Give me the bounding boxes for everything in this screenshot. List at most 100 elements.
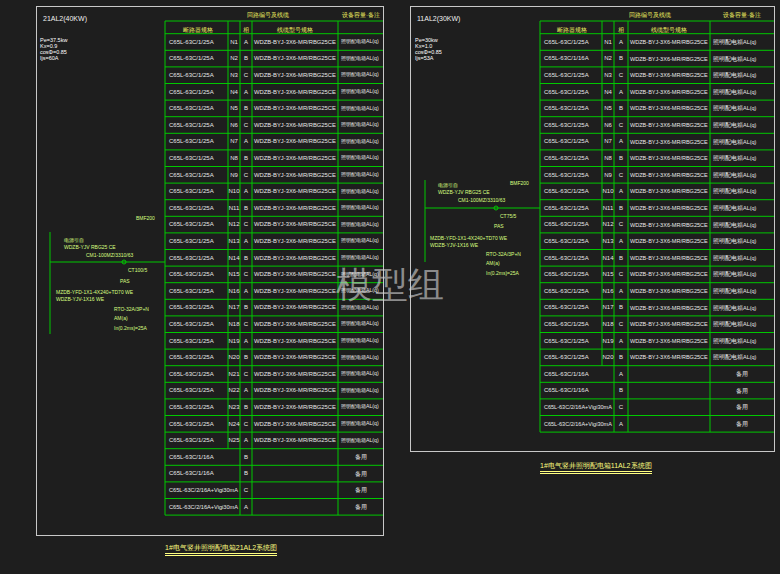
cable-spec: WDZB-BYJ-3X6-MR/RBG25CE [254,172,336,178]
table-line [540,232,775,233]
table-line [540,282,775,283]
cable-spec: WDZB-BYJ-3X6-MR/RBG25CE [254,271,336,277]
phase: C [244,72,248,79]
load-name: 照明配电箱AL(q) [713,155,756,161]
phase: A [619,39,623,46]
spare-note: 备用 [736,371,748,377]
table-line [540,199,775,200]
cable-spec: WDZB-BYJ-3X6-MR/RBG25CE [254,255,336,261]
breaker-spec: C65L-63C/1/25A [544,72,589,79]
table-line [228,21,229,449]
breaker-spec: C65L-63C/1/25A [169,188,214,195]
phase: B [619,304,623,311]
load-name: 照明配电箱AL(q) [713,255,756,261]
incoming-spec: RTO-32A/3P+N [114,307,149,313]
table-line [165,199,384,200]
breaker-spec: C65L-63C/1/25A [169,221,214,228]
cable-spec: WDZB-BYJ-3X6-MR/RBG25CE [630,155,708,161]
cable-spec: WDZB-BYJ-3X6-MR/RBG25CE [630,56,708,62]
breaker-spec: C65L-63C/1/25A [169,39,214,46]
table-line [165,100,384,101]
ct-symbol [494,206,498,210]
incoming-spec: 电源引自 [64,238,84,244]
table-line [540,266,775,267]
incoming-spec: CM1-100MZ/3310/63 [86,253,133,259]
table-line [540,133,775,134]
breaker-spec: C65L-63C/1/25A [169,371,214,378]
breaker-spec: C65L-63C/1/25A [169,338,214,345]
cable-spec: WDZB-BYJ-3X6-MR/RBG25CE [630,188,708,194]
cable-spec: WDZB-BYJ-3X6-MR/RBG25CE [630,255,708,261]
breaker-spec: C65L-63C/1/25A [169,304,214,311]
phase: C [619,172,623,179]
load-name: 照明配电箱AL(q) [341,388,379,394]
table-line [165,249,384,250]
table-line [540,349,775,350]
breaker-spec: C65L-63C/1/25A [169,122,214,129]
phase: B [244,255,248,262]
incoming-spec: BMF200 [136,216,155,222]
load-name: 照明配电箱AL(q) [713,139,756,145]
breaker-spec: C65L-63C/1/25A [544,39,589,46]
phase: C [244,421,248,428]
table-line [165,465,384,466]
load-name: 照明配电箱AL(q) [341,222,379,228]
drawing-caption: 1#电气竖井照明配电箱21AL2系统图 [165,544,277,556]
circuit-number: N6 [604,122,612,129]
breaker-spec: C65L-63C/1/25A [169,238,214,245]
table-header: 线缆型号规格 [277,27,313,34]
load-name: 照明配电箱AL(q) [341,238,379,244]
table-line [540,66,775,67]
incoming-spec: CT75/5 [500,214,516,220]
table-line [540,216,775,217]
breaker-spec: C65L-63C/1/25A [169,105,214,112]
circuit-number: N15 [602,271,613,278]
cable-spec: WDZB-BYJ-3X6-MR/RBG25CE [254,238,336,244]
phase: B [244,205,248,212]
circuit-number: N1 [604,39,612,46]
breaker-spec: C65L-63C/1/25A [169,89,214,96]
breaker-spec: C65L-63C/1/25A [544,238,589,245]
table-line [165,382,384,383]
table-line [540,33,775,34]
load-name: 照明配电箱AL(q) [341,288,379,294]
load-name: 照明配电箱AL(q) [341,89,379,95]
load-name: 照明配电箱AL(q) [713,288,756,294]
phase: C [244,271,248,278]
circuit-number: N24 [228,421,239,428]
cable-spec: WDZB-BYJ-3X6-MR/RBG25CE [630,122,708,128]
cable-spec: WDZB-BYJ-3X6-MR/RBG25CE [254,288,336,294]
circuit-number: N13 [228,238,239,245]
incoming-line [425,208,540,209]
circuit-number: N20 [602,354,613,361]
busbar [165,21,166,515]
incoming-spec: CM1-100MZ/3310/63 [458,198,505,204]
cable-spec: WDZB-BYJ-3X6-MR/RBG25CE [630,205,708,211]
phase: B [244,404,248,411]
circuit-number: N21 [228,371,239,378]
load-name: 照明配电箱AL(q) [341,106,379,112]
table-header: 相 [243,27,249,34]
breaker-spec: C65L-63C/1/25A [169,437,214,444]
cable-spec: WDZB-BYJ-3X6-MR/RBG25CE [630,139,708,145]
table-line [165,498,384,499]
table-line [165,349,384,350]
load-name: 照明配电箱AL(q) [341,371,379,377]
cable-spec: WDZB-BYJ-3X6-MR/RBG25CE [630,354,708,360]
load-name: 照明配电箱AL(q) [341,139,379,145]
table-line [165,365,384,366]
circuit-number: N2 [230,55,238,62]
breaker-spec: C65L-63C/1/25A [544,221,589,228]
phase: B [244,105,248,112]
phase: B [619,105,623,112]
phase: C [619,321,623,328]
incoming-spec: PAS [494,224,504,230]
circuit-number: N20 [228,354,239,361]
circuit-number: N15 [228,271,239,278]
load-name: 照明配电箱AL(q) [713,172,756,178]
load-name: 照明配电箱AL(q) [713,305,756,311]
phase: A [619,338,623,345]
spare-note: 备用 [736,404,748,410]
load-name: 照明配电箱AL(q) [341,421,379,427]
breaker-spec: C65L-63C/1/25A [169,155,214,162]
